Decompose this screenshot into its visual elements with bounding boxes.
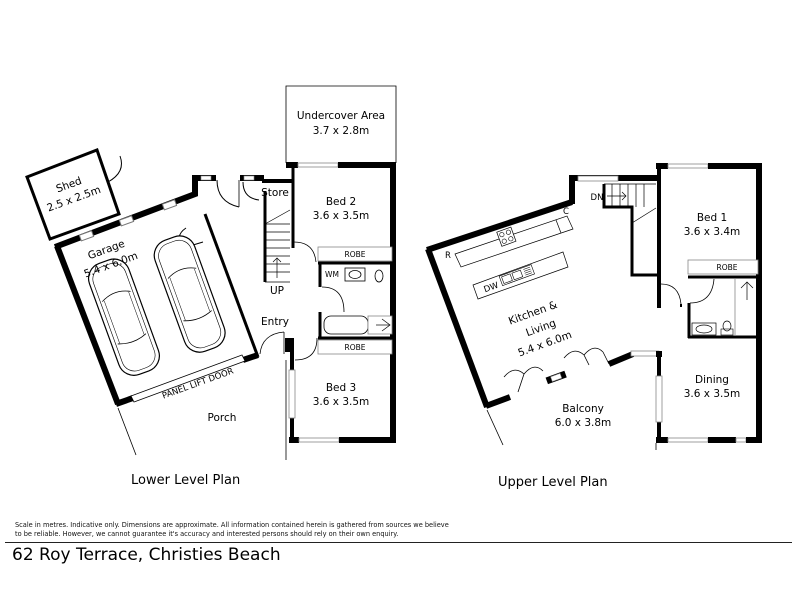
porch-label: Porch	[208, 412, 237, 424]
balcony-size: 6.0 x 3.8m	[555, 417, 612, 429]
robe-label: ROBE	[717, 263, 738, 272]
lower-level-plan: Garage 5.4 x 6.0m PANEL LIFT DOOR Porch …	[25, 85, 397, 460]
footer-divider	[5, 542, 792, 543]
undercover-area: Undercover Area 3.7 x 2.8m	[285, 85, 397, 163]
property-address: 62 Roy Terrace, Christies Beach	[12, 545, 281, 565]
entry-label: Entry	[261, 316, 289, 328]
bed2-size: 3.6 x 3.5m	[313, 210, 370, 222]
robe-top-label: ROBE	[345, 250, 366, 259]
disclaimer-text: Scale in metres. Indicative only. Dimens…	[15, 521, 449, 538]
washing-machine-label: WM	[325, 270, 339, 279]
shed-room	[25, 148, 122, 241]
bed3-label: Bed 3	[326, 382, 356, 394]
car-icon-right	[153, 235, 226, 353]
car-icon-left	[87, 258, 160, 376]
dishwasher-label: DW	[483, 280, 501, 295]
bedroom-wing: Store UP Bed 2 3.6 x 3.5m ROBE WM	[259, 162, 396, 443]
cupboard-label: C	[563, 207, 569, 217]
sink-icon	[498, 264, 535, 286]
balcony-label: Balcony	[562, 403, 604, 415]
upper-level-plan: C R DW Kitchen & Living 5.4 x 6.0m	[425, 163, 762, 450]
robe-bottom-label: ROBE	[345, 343, 366, 352]
upper-bedroom-wing: Bed 1 3.6 x 3.4m ROBE	[655, 163, 762, 450]
cooktop-icon	[496, 226, 517, 247]
porch-area: Porch	[117, 360, 287, 460]
upper-level-title: Upper Level Plan	[498, 475, 608, 490]
fridge-label: R	[445, 251, 451, 261]
stairs-down-label: DN	[591, 193, 604, 203]
garage-room: Garage 5.4 x 6.0m PANEL LIFT DOOR	[53, 175, 260, 407]
stairs-up	[264, 209, 291, 283]
undercover-label: Undercover Area	[297, 110, 385, 122]
dining-size: 3.6 x 3.5m	[684, 388, 741, 400]
dining-label: Dining	[695, 374, 729, 386]
store-label: Store	[261, 187, 289, 199]
bed2-label: Bed 2	[326, 196, 356, 208]
bed1-size: 3.6 x 3.4m	[684, 226, 741, 238]
kitchen-living-size: 5.4 x 6.0m	[516, 329, 573, 360]
bed3-size: 3.6 x 3.5m	[313, 396, 370, 408]
stairs-down: DN	[591, 183, 658, 277]
undercover-size: 3.7 x 2.8m	[313, 125, 370, 137]
lower-level-title: Lower Level Plan	[131, 473, 241, 488]
stairs-up-label: UP	[270, 285, 284, 297]
bed1-label: Bed 1	[697, 212, 727, 224]
